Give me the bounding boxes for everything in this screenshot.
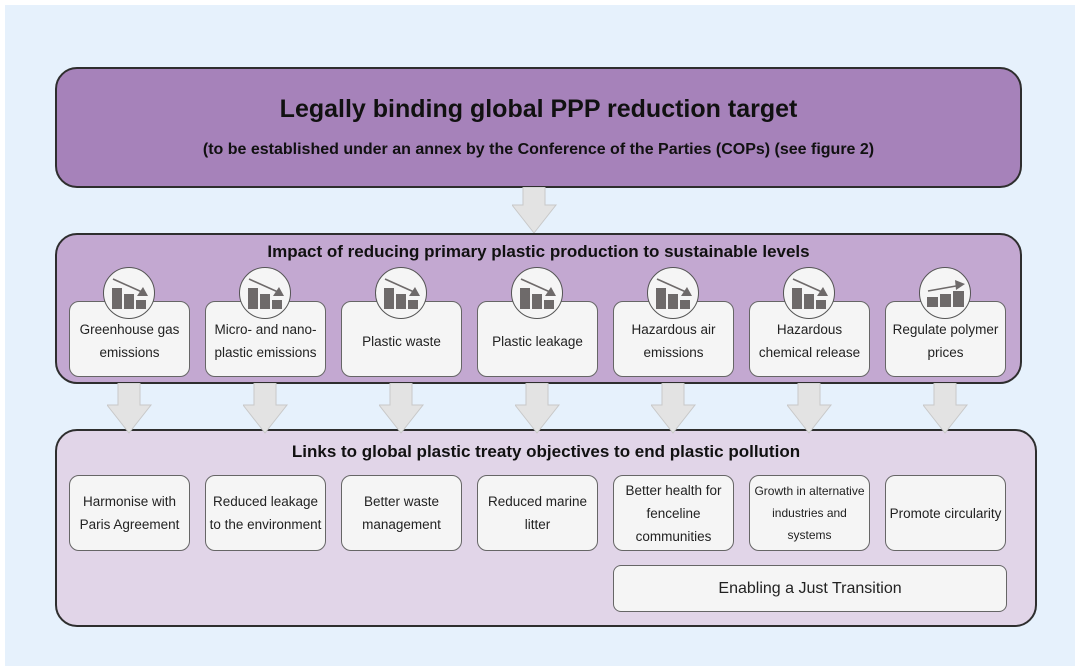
objective-label: Harmonise with Paris Agreement [79,494,180,532]
impact-box-hazardous-chemical-release: Hazardous chemical release [749,301,870,377]
impact-label: Greenhouse gas emissions [79,322,180,360]
down-arrow [515,383,561,434]
decreasing-bar-chart-icon [239,267,291,319]
objective-box-better-waste-management: Better waste management [341,475,462,551]
objective-box-better-health-for-fenceline-communities: Better health for fenceline communities [613,475,734,551]
decreasing-bar-chart-icon [375,267,427,319]
reduction-target-panel: Legally binding global PPP reduction tar… [55,67,1022,188]
treaty-links-panel-title: Links to global plastic treaty objective… [291,442,801,461]
down-arrow [923,383,969,434]
decreasing-bar-chart-icon [103,267,155,319]
impact-label: Plastic waste [362,333,441,349]
reduction-target-subtitle: (to be established under an annex by the… [202,141,875,158]
impact-panel-title: Impact of reducing primary plastic produ… [267,242,810,261]
objective-label: Growth in alternative industries and sys… [754,484,865,542]
objective-box-growth-in-alternative-industries-and-systems: Growth in alternative industries and sys… [749,475,870,551]
down-arrow [107,383,153,434]
impact-box-hazardous-air-emissions: Hazardous air emissions [613,301,734,377]
objective-label: Reduced marine litter [487,494,588,532]
stable-bar-chart-icon [919,267,971,319]
objective-box-reduced-marine-litter: Reduced marine litter [477,475,598,551]
decreasing-bar-chart-icon [783,267,835,319]
impact-label: Plastic leakage [492,333,583,349]
impact-label: Hazardous air emissions [631,322,716,360]
down-arrow [787,383,833,434]
down-arrow [379,383,425,434]
objective-label: Better health for fenceline communities [625,482,722,544]
just-transition-box: Enabling a Just Transition [613,565,1007,612]
objective-box-promote-circularity: Promote circularity [885,475,1006,551]
decreasing-bar-chart-icon [647,267,699,319]
impact-label: Regulate polymer prices [892,322,999,360]
down-arrow [512,187,558,234]
down-arrow [243,383,289,434]
objective-box-reduced-leakage-to-the-environment: Reduced leakage to the environment [205,475,326,551]
impact-label: Hazardous chemical release [758,322,861,360]
decreasing-bar-chart-icon [511,267,563,319]
objective-label: Better waste management [362,494,441,532]
objective-label: Promote circularity [889,505,1002,521]
impact-label: Micro- and nano-plastic emissions [214,322,317,360]
reduction-target-title: Legally binding global PPP reduction tar… [279,95,798,123]
objective-box-harmonise-with-paris-agreement: Harmonise with Paris Agreement [69,475,190,551]
objective-label: Reduced leakage to the environment [209,494,322,532]
down-arrow [651,383,697,434]
